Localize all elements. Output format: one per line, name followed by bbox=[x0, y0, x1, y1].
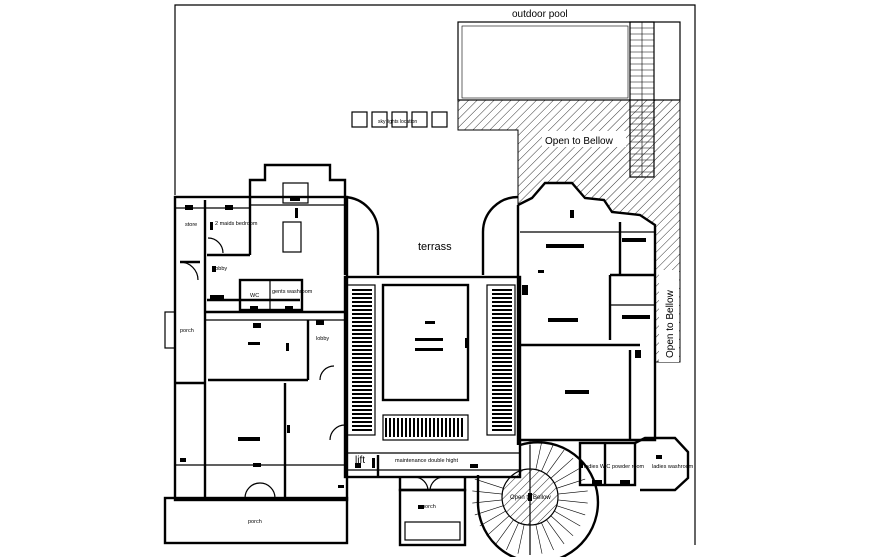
pool-stairs: (function(){var g=document.currentScript… bbox=[629, 21, 655, 178]
spiral-step bbox=[550, 515, 574, 537]
skylights-label: sky lights location bbox=[378, 119, 417, 125]
lobby-left-label: lobby bbox=[214, 266, 227, 272]
open-to-below-side-box bbox=[659, 270, 679, 362]
outdoor-pool-label: outdoor pool bbox=[512, 9, 568, 20]
spiral-step bbox=[517, 524, 525, 554]
powder-room-label: powder room bbox=[612, 464, 645, 470]
spiral-step bbox=[474, 478, 504, 489]
lift-label: lift bbox=[355, 455, 365, 466]
spiral-step bbox=[535, 440, 543, 470]
ladies-wc-label: ladies W.C bbox=[584, 464, 610, 470]
spiral-step bbox=[486, 515, 510, 537]
maids-bedroom-label: 2 maids bedroom bbox=[215, 221, 258, 227]
spiral-step bbox=[535, 524, 543, 554]
spiral-step bbox=[546, 519, 565, 545]
porch-bottom-left-label: porch bbox=[248, 519, 262, 525]
spiral-step bbox=[472, 490, 503, 495]
spiral-step bbox=[556, 505, 586, 516]
spiral-step bbox=[557, 499, 588, 504]
spiral-step bbox=[506, 522, 519, 551]
open-to-below-label-side: Open to Bellow bbox=[665, 289, 676, 358]
spiral-step bbox=[546, 449, 565, 475]
spiral-step bbox=[472, 499, 503, 504]
column-marks bbox=[180, 198, 662, 509]
spiral-step bbox=[474, 505, 504, 516]
lobby-center-label: lobby bbox=[316, 336, 329, 342]
spiral-step bbox=[541, 522, 554, 551]
store-label: store bbox=[185, 222, 197, 228]
porch-left-label: porch bbox=[180, 328, 194, 334]
spiral-step bbox=[554, 510, 581, 527]
spiral-step bbox=[554, 467, 581, 484]
porch-bottom-center-label: porch bbox=[422, 504, 436, 510]
left-wing bbox=[163, 195, 349, 545]
spiral-step bbox=[556, 478, 586, 489]
wc-label: WC bbox=[250, 293, 259, 299]
spiral-step bbox=[495, 519, 514, 545]
terrass-label: terrass bbox=[418, 241, 452, 253]
skylights bbox=[351, 111, 448, 128]
gents-washroom-label: gents washroom bbox=[272, 289, 313, 295]
terrace-wall-left bbox=[344, 195, 380, 275]
kitchen bbox=[248, 163, 347, 275]
center-porch bbox=[398, 476, 467, 547]
right-wing bbox=[516, 181, 657, 445]
maintenance-label: maintenance double hight bbox=[395, 458, 458, 464]
site-boundary bbox=[174, 4, 696, 545]
open-to-below-label-top: Open to Bellow bbox=[545, 136, 614, 147]
spiral-step bbox=[550, 457, 574, 479]
terrace-wall-right bbox=[481, 195, 519, 275]
spiral-step bbox=[541, 443, 554, 472]
central-block: (function(){var g=document.currentScript… bbox=[329, 275, 522, 479]
washrooms bbox=[578, 436, 690, 492]
ladies-washroom-label: ladies washroom bbox=[652, 464, 694, 470]
outdoor-pool: (function(){var g=document.currentScript… bbox=[457, 21, 681, 178]
spiral-step bbox=[557, 490, 588, 495]
spiral-step bbox=[479, 510, 506, 527]
